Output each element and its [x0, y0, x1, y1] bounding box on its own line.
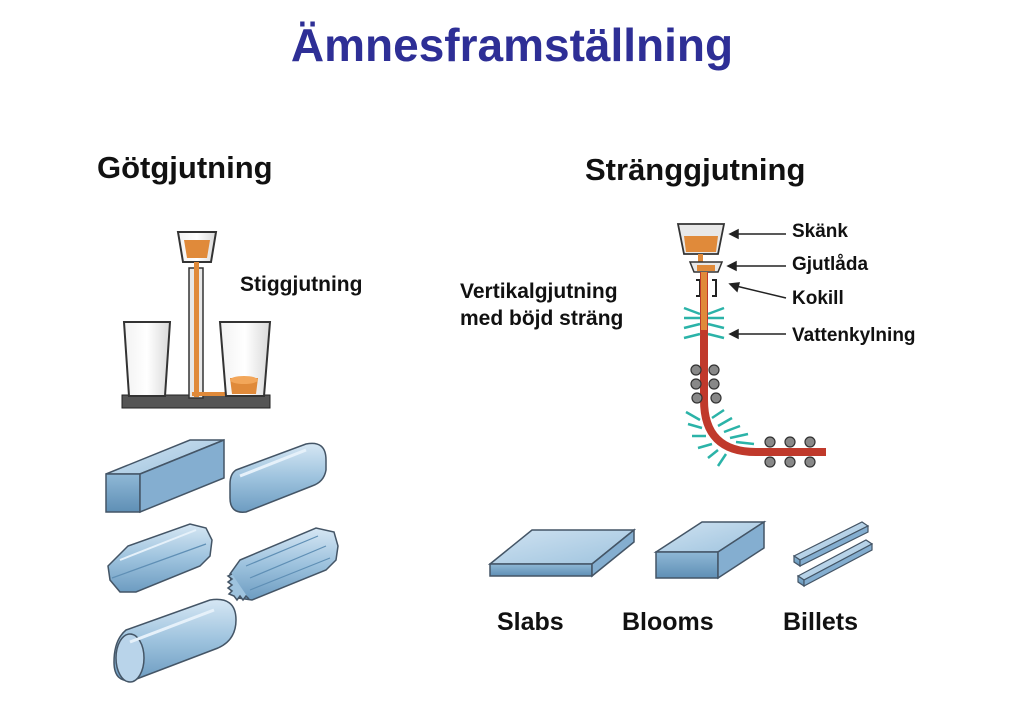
square-ingot — [105, 438, 225, 514]
cylindrical-ingot — [113, 598, 237, 683]
mould-label: Kokill — [792, 288, 844, 309]
octagonal-ingot — [107, 523, 213, 593]
continuous-caster — [676, 223, 826, 468]
water-cooling-label: Vattenkylning — [792, 325, 916, 346]
filling-ingot-mould — [218, 321, 272, 397]
label-arrows — [726, 228, 787, 340]
bottom-pouring-apparatus — [121, 231, 272, 409]
empty-ingot-mould — [122, 321, 172, 397]
bloom-shape — [653, 520, 767, 580]
bottom-pouring-label: Stiggjutning — [240, 273, 363, 296]
billets-label: Billets — [783, 608, 859, 636]
vertical-casting-label-line2: med böjd sträng — [460, 307, 624, 330]
ingot-casting-heading: Götgjutning — [97, 150, 273, 185]
continuous-casting-heading: Stränggjutning — [585, 152, 806, 187]
page-title: Ämnesframställning — [290, 19, 734, 71]
blooms-label: Blooms — [622, 608, 714, 636]
billet-shapes — [792, 521, 874, 588]
ladle-label: Skänk — [792, 221, 848, 242]
strand — [700, 272, 826, 456]
ingot-shapes — [105, 438, 339, 683]
fluted-ingot — [226, 527, 339, 602]
slab-shape — [487, 528, 637, 578]
slabs-label: Slabs — [497, 608, 564, 636]
rounded-ingot — [229, 442, 327, 513]
support-rolls — [690, 364, 816, 468]
tundish-label: Gjutlåda — [792, 254, 869, 275]
vertical-casting-label-line1: Vertikalgjutning — [460, 280, 618, 303]
water-sprays — [683, 306, 755, 467]
